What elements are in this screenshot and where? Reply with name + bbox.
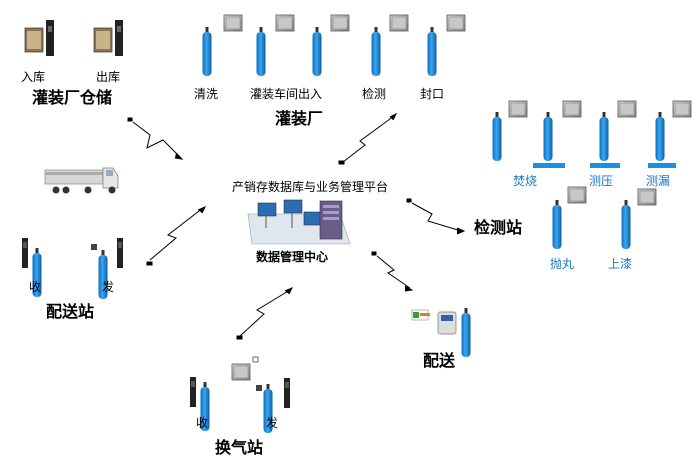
testing-burn-icon [492, 100, 582, 168]
filling-workshop-icon [256, 14, 295, 76]
filling-cap-icon [371, 14, 409, 76]
warehouse-in-label: 入库 [21, 70, 46, 84]
testing-step-pressure: 测压 [589, 174, 614, 188]
distribution-station-title: 配送站 [46, 302, 95, 321]
data-center-title: 数据管理中心 [256, 250, 329, 264]
link-warehouse-center [127, 117, 184, 160]
warehouse-title: 灌装厂仓储 [32, 88, 113, 107]
exchange-receive-label: 收 [196, 416, 209, 430]
testing-step-burn: 焚烧 [513, 174, 538, 188]
testing-shot-blast-icon [552, 186, 587, 249]
warehouse-in-device-icon [24, 20, 54, 56]
link-plant-center [338, 112, 398, 165]
filling-step-test: 检测 [362, 87, 387, 101]
testing-pressure-icon [590, 100, 637, 168]
filling-step-cap: 封口 [420, 87, 445, 101]
platform-label: 产销存数据库与业务管理平台 [232, 180, 389, 194]
filling-extra-icon [427, 14, 466, 76]
testing-leak-icon [648, 100, 692, 168]
link-delivery-center [371, 251, 414, 292]
link-exchange-center [236, 287, 294, 340]
link-distribution-center [146, 206, 207, 266]
testing-station-title: 检测站 [474, 218, 523, 237]
filling-test-icon [312, 14, 350, 76]
distribution-station-icon [22, 238, 123, 299]
warehouse-out-device-icon [93, 20, 123, 56]
data-center-computers-icon [247, 199, 351, 245]
testing-step-shot-blast: 抛丸 [550, 257, 575, 271]
delivery-title: 配送 [423, 351, 456, 370]
distribution-send-label: 发 [102, 280, 115, 294]
delivery-icon [411, 308, 471, 357]
testing-step-paint: 上漆 [608, 257, 633, 271]
truck-icon [44, 167, 119, 194]
filling-wash-icon [202, 14, 243, 76]
link-testing-center [406, 198, 466, 235]
testing-paint-icon [621, 188, 657, 249]
filling-step-wash: 清洗 [194, 87, 219, 101]
filling-plant-title: 灌装厂 [275, 109, 324, 128]
exchange-station-icon [190, 356, 290, 433]
exchange-station-title: 换气站 [215, 438, 264, 457]
warehouse-out-label: 出库 [96, 70, 121, 84]
exchange-send-label: 发 [266, 416, 279, 430]
filling-step-workshop: 灌装车间出入 [250, 87, 323, 101]
distribution-receive-label: 收 [29, 280, 42, 294]
testing-step-leak: 测漏 [646, 174, 671, 188]
